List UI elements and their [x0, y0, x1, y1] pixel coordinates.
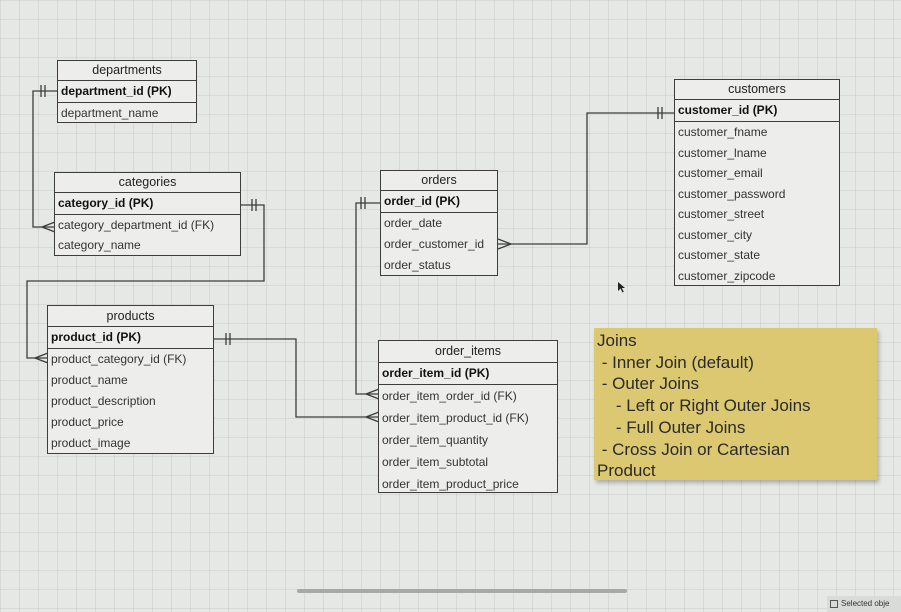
entity-title: products	[48, 306, 213, 327]
one-marker-departments	[40, 85, 46, 97]
entity-products[interactable]: products product_id (PK) product_categor…	[47, 305, 214, 454]
note-line-outer-joins: - Outer Joins	[597, 374, 700, 394]
entity-title: departments	[58, 61, 196, 81]
field-order-item-subtotal: order_item_subtotal	[382, 455, 489, 469]
note-line-joins: Joins	[597, 331, 637, 350]
field-order-item-product-id: order_item_product_id (FK)	[382, 411, 529, 425]
sticky-note-joins[interactable]: Joins - Inner Join (default) - Outer Joi…	[594, 328, 877, 480]
rel-categories-products	[26, 204, 265, 359]
entity-orders[interactable]: orders order_id (PK) order_date order_cu…	[380, 170, 498, 276]
note-line-cross-join: - Cross Join or Cartesian	[597, 439, 790, 459]
field-customer-password: customer_password	[678, 186, 786, 201]
field-product-name: product_name	[51, 373, 128, 387]
field-customer-zipcode: customer_zipcode	[678, 268, 776, 283]
primary-key-field: department_id (PK)	[58, 81, 196, 103]
one-marker-orders	[360, 197, 366, 209]
primary-key-field: order_item_id (PK)	[379, 363, 557, 385]
primary-key-field: product_id (PK)	[48, 327, 213, 349]
field-order-date: order_date	[384, 216, 443, 230]
field-customer-fname: customer_fname	[678, 125, 768, 139]
one-marker-products	[225, 333, 231, 345]
field-product-description: product_description	[51, 394, 156, 408]
field-customer-state: customer_state	[678, 248, 761, 262]
entity-customers[interactable]: customers customer_id (PK) customer_fnam…	[674, 79, 840, 286]
rel-customers-orders	[498, 112, 674, 245]
field-order-customer-id: order_customer_id	[384, 237, 485, 251]
status-text: Selected obje	[841, 599, 890, 608]
field-order-status: order_status	[384, 258, 451, 272]
entity-title: orders	[381, 171, 497, 191]
field-customer-lname: customer_lname	[678, 145, 767, 160]
primary-key-field: order_id (PK)	[381, 191, 497, 213]
field-category-name: category_name	[58, 238, 141, 252]
note-line-left-right: - Left or Right Outer Joins	[597, 396, 811, 416]
field-order-item-product-price: order_item_product_price	[382, 477, 519, 491]
field-product-category-id: product_category_id (FK)	[51, 352, 187, 366]
many-marker-orders	[497, 238, 512, 250]
field-department-name: department_name	[61, 106, 159, 120]
field-category-department-id: category_department_id (FK)	[58, 218, 215, 232]
many-marker-products	[34, 352, 49, 364]
field-order-item-order-id: order_item_order_id (FK)	[382, 389, 517, 403]
field-product-price: product_price	[51, 415, 124, 429]
field-customer-street: customer_street	[678, 207, 765, 221]
selection-icon	[830, 600, 838, 608]
primary-key-field: customer_id (PK)	[675, 100, 839, 122]
note-line-inner-join: - Inner Join (default)	[597, 352, 754, 372]
primary-key-field: category_id (PK)	[55, 193, 240, 215]
field-product-image: product_image	[51, 436, 131, 450]
many-marker-categories	[41, 221, 56, 233]
many-marker-orderitems-order	[365, 388, 380, 400]
rel-products-orderitems	[214, 338, 379, 418]
entity-title: categories	[55, 173, 240, 193]
horizontal-scrollbar[interactable]	[297, 589, 627, 593]
entity-categories[interactable]: categories category_id (PK) category_dep…	[54, 172, 241, 256]
entity-departments[interactable]: departments department_id (PK) departmen…	[57, 60, 197, 123]
status-bar: Selected obje	[827, 596, 901, 612]
one-marker-categories	[251, 199, 257, 211]
note-line-full-outer: - Full Outer Joins	[597, 417, 746, 437]
note-line-product: Product	[597, 461, 656, 481]
many-marker-orderitems-product	[365, 411, 380, 423]
field-customer-email: customer_email	[678, 166, 763, 180]
entity-title: customers	[675, 80, 839, 100]
entity-title: order_items	[379, 341, 557, 363]
mouse-cursor-icon	[618, 282, 625, 293]
one-marker-customers	[657, 107, 663, 119]
field-order-item-quantity: order_item_quantity	[382, 433, 489, 447]
entity-order-items[interactable]: order_items order_item_id (PK) order_ite…	[378, 340, 558, 493]
field-customer-city: customer_city	[678, 227, 753, 242]
